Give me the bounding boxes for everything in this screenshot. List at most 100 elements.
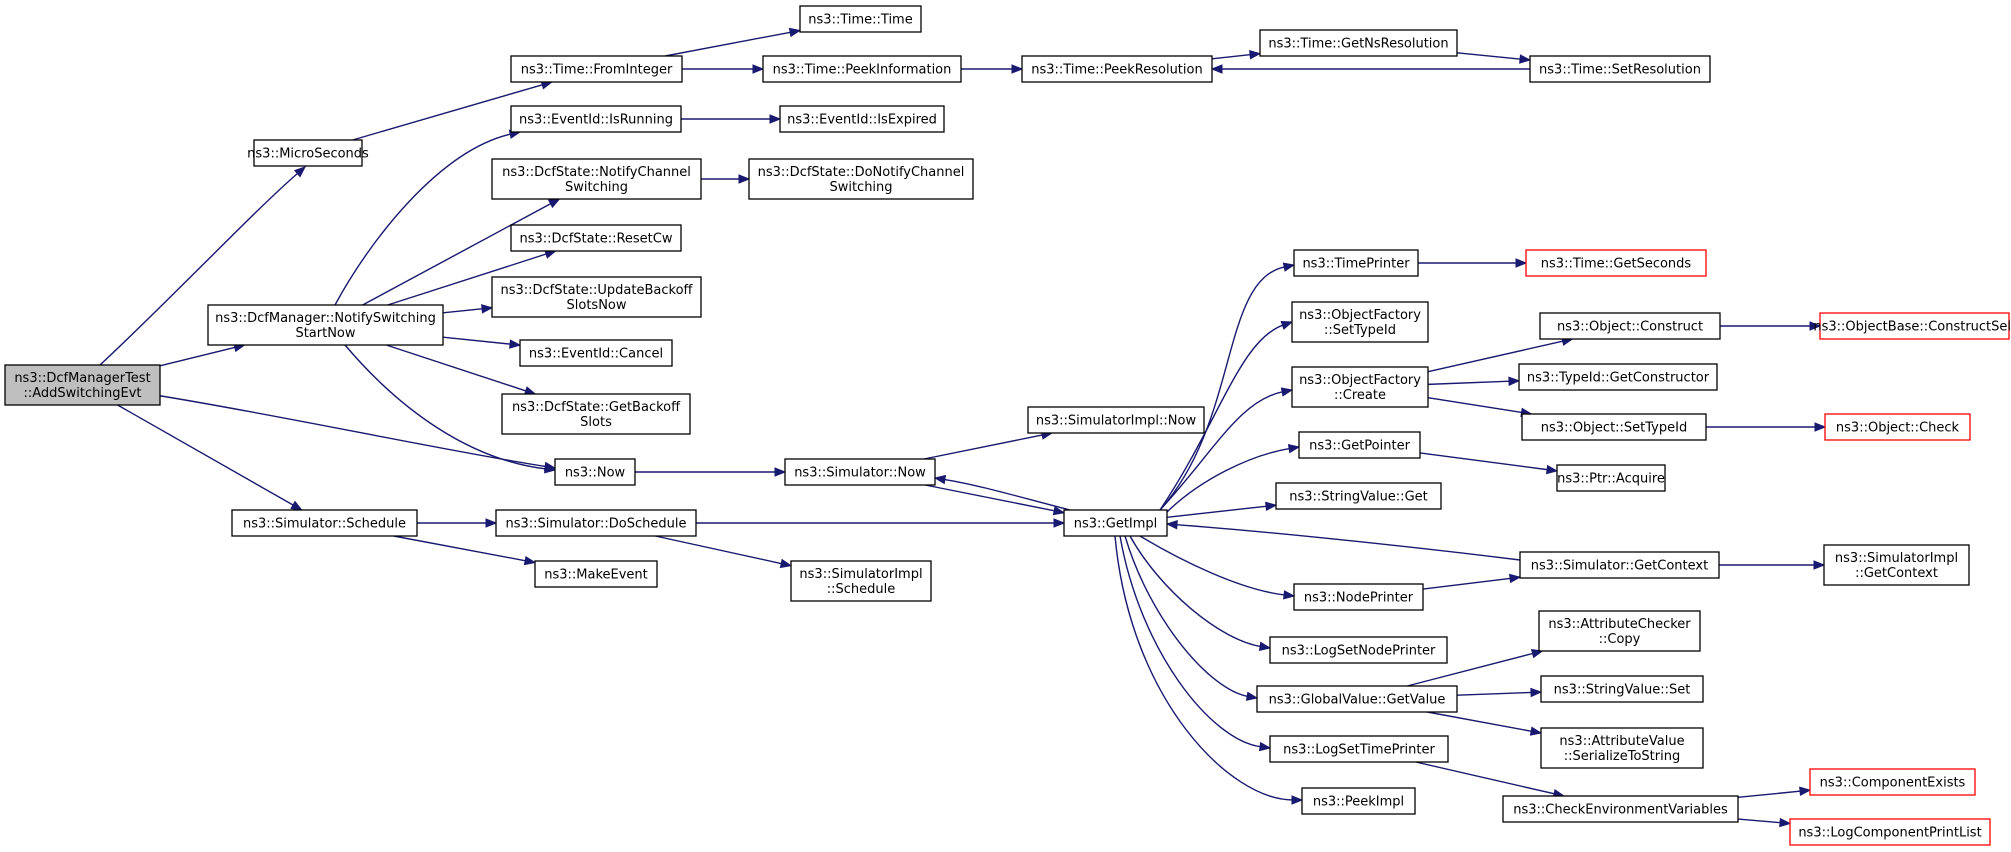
edge-isrunning-to-isexpired: [681, 114, 782, 124]
edge-peekres-to-getnsres: [1211, 50, 1262, 60]
node-now[interactable]: ns3::Now: [554, 458, 636, 486]
node-label-line: ns3::Simulator::GetContext: [1531, 559, 1708, 574]
node-getpointer[interactable]: ns3::GetPointer: [1298, 431, 1421, 459]
node-checkenv[interactable]: ns3::CheckEnvironmentVariables: [1502, 795, 1739, 823]
node-resetcw[interactable]: ns3::DcfState::ResetCw: [510, 224, 682, 252]
node-label-line: ns3::ComponentExists: [1820, 776, 1966, 791]
node-makeevent[interactable]: ns3::MakeEvent: [534, 560, 658, 588]
node-peekimpl[interactable]: ns3::PeekImpl: [1301, 787, 1416, 815]
node-box: [1259, 29, 1458, 57]
node-box: [1519, 551, 1720, 579]
node-label-line: ns3::Time::FromInteger: [521, 63, 673, 78]
node-box: [1291, 301, 1429, 343]
call-graph-edges: [99, 27, 1827, 828]
node-getseconds[interactable]: ns3::Time::GetSeconds: [1525, 249, 1707, 277]
node-strset[interactable]: ns3::StringValue::Set: [1540, 675, 1704, 703]
node-isrunning[interactable]: ns3::EventId::IsRunning: [510, 105, 682, 133]
node-objcheck[interactable]: ns3::Object::Check: [1824, 413, 1971, 441]
edge-root-to-now: [154, 394, 557, 472]
node-box: [1293, 583, 1424, 611]
node-label-line: ::Copy: [1599, 632, 1641, 647]
node-getnsres[interactable]: ns3::Time::GetNsResolution: [1259, 29, 1458, 57]
edge-getimpl-to-getpointer: [1166, 444, 1301, 513]
node-constructself[interactable]: ns3::ObjectBase::ConstructSelf: [1813, 312, 2011, 340]
node-objsettypeid[interactable]: ns3::Object::SetTypeId: [1521, 413, 1707, 441]
node-box: [1027, 406, 1205, 434]
node-box: [207, 304, 444, 346]
node-setres[interactable]: ns3::Time::SetResolution: [1529, 55, 1711, 83]
node-label-line: ns3::Simulator::DoSchedule: [505, 517, 686, 532]
node-doschedule[interactable]: ns3::Simulator::DoSchedule: [495, 509, 697, 537]
node-timetime[interactable]: ns3::Time::Time: [799, 5, 922, 33]
node-label-line: ns3::SimulatorImpl: [1835, 551, 1958, 566]
node-cancel[interactable]: ns3::EventId::Cancel: [519, 339, 673, 367]
node-getimpl[interactable]: ns3::GetImpl: [1063, 509, 1168, 537]
node-strget[interactable]: ns3::StringValue::Get: [1275, 482, 1442, 510]
node-label-line: ns3::DcfState::DoNotifyChannel: [758, 165, 965, 180]
node-globalget[interactable]: ns3::GlobalValue::GetValue: [1256, 685, 1458, 713]
node-box: [554, 458, 636, 486]
node-label-line: ns3::Now: [565, 466, 626, 481]
node-label-line: ns3::AttributeValue: [1559, 734, 1684, 749]
node-label-line: Switching: [565, 180, 628, 195]
node-schedule[interactable]: ns3::Simulator::Schedule: [231, 509, 418, 537]
node-construct[interactable]: ns3::Object::Construct: [1539, 312, 1721, 340]
node-root[interactable]: ns3::DcfManagerTest::AddSwitchingEvt: [4, 364, 161, 406]
node-box: [1256, 685, 1458, 713]
node-label-line: ns3::Time::SetResolution: [1539, 63, 1701, 78]
node-label-line: ns3::Simulator::Now: [794, 466, 926, 481]
node-create[interactable]: ns3::ObjectFactory::Create: [1291, 366, 1429, 408]
edge-now-to-simnow: [635, 467, 787, 477]
node-getcontext[interactable]: ns3::Simulator::GetContext: [1519, 551, 1720, 579]
node-label-line: ns3::MakeEvent: [544, 568, 648, 583]
node-peekres[interactable]: ns3::Time::PeekResolution: [1021, 55, 1213, 83]
edge-getimpl-to-peekimpl: [1114, 535, 1304, 805]
node-label-line: ns3::DcfManager::NotifySwitching: [215, 311, 436, 326]
node-box: [231, 509, 418, 537]
node-peekinfo[interactable]: ns3::Time::PeekInformation: [762, 55, 962, 83]
node-label-line: ::Create: [1334, 388, 1386, 403]
node-settypeid[interactable]: ns3::ObjectFactory::SetTypeId: [1291, 301, 1429, 343]
node-label-line: ::SerializeToString: [1564, 749, 1680, 764]
node-logsettime[interactable]: ns3::LogSetTimePrinter: [1269, 735, 1449, 763]
node-isexpired[interactable]: ns3::EventId::IsExpired: [779, 105, 945, 133]
node-logsetnode[interactable]: ns3::LogSetNodePrinter: [1269, 636, 1448, 664]
node-label-line: ns3::EventId::Cancel: [529, 347, 663, 362]
edge-globalget-to-strset: [1456, 687, 1543, 698]
node-label-line: Switching: [829, 180, 892, 195]
node-microseconds[interactable]: ns3::MicroSeconds: [247, 139, 369, 167]
edge-timeprinter-to-getseconds: [1418, 258, 1528, 268]
node-timeprinter[interactable]: ns3::TimePrinter: [1293, 249, 1419, 277]
node-label-line: ns3::DcfState::ResetCw: [520, 232, 673, 247]
node-attrcopy[interactable]: ns3::AttributeChecker::Copy: [1538, 610, 1701, 652]
edge-doschedule-to-simimplschedule: [655, 535, 793, 569]
node-label-line: ns3::TypeId::GetConstructor: [1527, 371, 1710, 386]
node-serialize[interactable]: ns3::AttributeValue::SerializeToString: [1540, 727, 1704, 769]
node-simnow[interactable]: ns3::Simulator::Now: [784, 458, 936, 486]
edge-getimpl-to-logsettime: [1119, 535, 1272, 752]
node-label-line: ns3::GlobalValue::GetValue: [1269, 693, 1446, 708]
node-logcomplist[interactable]: ns3::LogComponentPrintList: [1789, 818, 1991, 846]
edge-getcontext-to-getimpl: [1165, 520, 1521, 561]
node-frominteger[interactable]: ns3::Time::FromInteger: [510, 55, 683, 83]
node-label-line: ns3::NodePrinter: [1304, 591, 1414, 606]
edge-simnow-to-siminow: [923, 430, 1054, 460]
node-label-line: ns3::AttributeChecker: [1548, 617, 1691, 632]
node-nodeprinter[interactable]: ns3::NodePrinter: [1293, 583, 1424, 611]
edge-notifyswitching-to-getbackoff: [386, 344, 537, 396]
node-box: [1293, 249, 1419, 277]
node-getconstructor[interactable]: ns3::TypeId::GetConstructor: [1518, 363, 1718, 391]
node-siminow[interactable]: ns3::SimulatorImpl::Now: [1027, 406, 1205, 434]
node-acquire[interactable]: ns3::Ptr::Acquire: [1556, 464, 1666, 492]
edge-checkenv-to-compexists: [1737, 786, 1812, 799]
node-compexists[interactable]: ns3::ComponentExists: [1809, 768, 1976, 796]
node-simimplschedule[interactable]: ns3::SimulatorImpl::Schedule: [790, 560, 932, 602]
node-implgetcontext[interactable]: ns3::SimulatorImpl::GetContext: [1823, 544, 1970, 586]
edge-notifyswitching-to-cancel: [442, 336, 522, 349]
